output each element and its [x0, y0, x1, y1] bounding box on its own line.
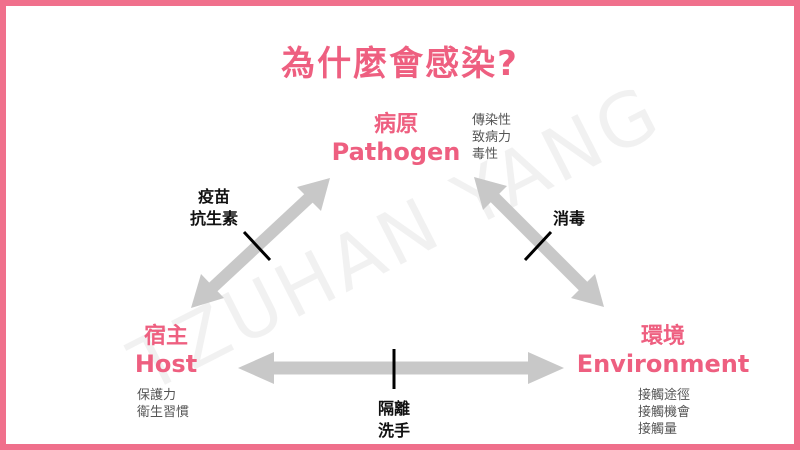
host-notes: 保護力 衛生習慣: [137, 387, 189, 421]
environment-notes: 接觸途徑 接觸機會 接觸量: [638, 387, 690, 438]
page-title: 為什麼會感染?: [281, 44, 519, 84]
arrow-host-pathogen: [191, 178, 330, 308]
node-pathogen-cn: 病原: [373, 112, 418, 137]
control-label: 消毒: [552, 209, 585, 228]
node-host-en: Host: [134, 350, 198, 378]
arrow-pathogen-environment: [474, 177, 604, 307]
control-host-environment: 隔離 洗手: [358, 398, 430, 442]
pathogen-note: 毒性: [472, 147, 499, 162]
arrow-head: [191, 274, 224, 308]
triangle-diagram: [191, 177, 604, 389]
pathogen-note: 致病力: [472, 130, 512, 145]
arrow-shaft: [487, 190, 590, 293]
intervention-bar-host-pathogen: [242, 230, 272, 262]
pathogen-note: 傳染性: [472, 113, 512, 128]
control-pathogen-environment: 消毒: [534, 208, 604, 230]
control-label: 抗生素: [189, 209, 238, 228]
arrow-head: [238, 352, 274, 384]
arrow-shaft: [205, 191, 316, 295]
arrow-head: [571, 274, 604, 307]
node-host-cn: 宿主: [143, 324, 188, 349]
arrow-host-environment: [238, 352, 564, 384]
host-note: 衛生習慣: [137, 405, 190, 420]
control-label: 洗手: [377, 421, 410, 440]
node-pathogen-en: Pathogen: [331, 138, 461, 166]
arrow-head: [528, 352, 564, 384]
control-label: 疫苗: [197, 187, 230, 206]
environment-note: 接觸量: [638, 422, 678, 437]
environment-note: 接觸機會: [638, 405, 691, 420]
node-environment-en: Environment: [576, 350, 750, 378]
environment-note: 接觸途徑: [638, 388, 691, 403]
pathogen-notes: 傳染性 致病力 毒性: [472, 112, 511, 163]
control-host-pathogen: 疫苗 抗生素: [174, 186, 254, 230]
intervention-bar-pathogen-environment: [523, 230, 553, 262]
node-host: 宿主 Host: [116, 318, 216, 378]
node-environment-cn: 環境: [640, 324, 685, 349]
node-pathogen: 病原 Pathogen: [311, 106, 481, 166]
host-note: 保護力: [137, 388, 177, 403]
node-environment: 環境 Environment: [568, 318, 758, 378]
control-label: 隔離: [377, 399, 410, 418]
arrow-head: [297, 178, 330, 211]
arrow-head: [474, 177, 507, 210]
